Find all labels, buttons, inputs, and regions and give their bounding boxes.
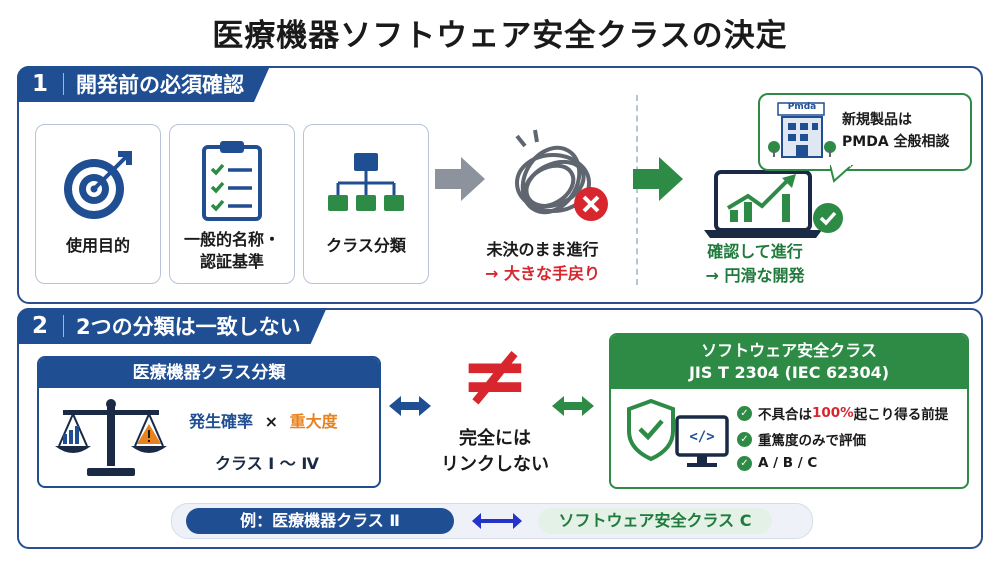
arrow-right-green-icon — [633, 157, 683, 201]
example-software-class: ソフトウェア安全クラス C — [538, 508, 772, 534]
card-generic-name: 一般的名称・ 認証基準 — [169, 124, 295, 284]
check-text: A / B / C — [758, 455, 818, 471]
card-label: クラス分類 — [326, 236, 406, 255]
bad-path-text: 未決のまま進行 — [486, 240, 599, 259]
example-bar: 例：医療機器クラス Ⅱ ソフトウェア安全クラス C — [171, 503, 813, 539]
device-class-header: 医療機器クラス分類 — [39, 358, 379, 388]
section-1-header: 1 開発前の必須確認 — [17, 66, 270, 102]
section-2-header: 2 2つの分類は一致しない — [17, 308, 327, 344]
check-text: 重篤度のみで評価 — [758, 433, 866, 449]
not-linked-line1: 完全には — [459, 428, 531, 449]
divider — [636, 95, 638, 285]
example-device-class: 例：医療機器クラス Ⅱ — [186, 508, 454, 534]
bubble-line1: 新規製品は — [842, 112, 912, 128]
check-icon: ✓ — [737, 431, 752, 447]
bubble-text: 新規製品は PMDA 全般相談 — [842, 109, 950, 153]
software-class-standard: JIS T 2304 (IEC 62304) — [688, 363, 890, 382]
page-title: 医療機器ソフトウェア安全クラスの決定 — [212, 18, 788, 54]
section-number: 2 — [31, 313, 48, 339]
double-arrow-icon — [472, 513, 522, 529]
good-path-result: → 円滑な開発 — [705, 266, 805, 285]
laptop-growth-chart-icon — [704, 170, 843, 238]
double-arrow-blue-icon — [389, 396, 431, 416]
bad-path-result: → 大きな手戻り — [485, 264, 600, 283]
software-class-box: ソフトウェア安全クラス JIS T 2304 (IEC 62304) </> ✓… — [609, 333, 969, 489]
device-class-box: 医療機器クラス分類 発生確率 × 重大度 クラス Ⅰ ～ Ⅳ — [37, 356, 381, 488]
check-icon: ✓ — [737, 405, 752, 421]
shield-monitor-icon: </> — [627, 398, 729, 467]
risk-formula: 発生確率 × 重大度 — [189, 408, 338, 432]
check-item: ✓ A / B / C — [737, 455, 817, 471]
times-symbol: × — [264, 412, 278, 431]
check-item: ✓ 重篤度のみで評価 — [737, 429, 866, 449]
check-text-after: 起こり得る前提 — [853, 407, 949, 423]
section-number: 1 — [31, 71, 48, 97]
section-heading: 2つの分類は一致しない — [76, 315, 301, 339]
good-path-text: 確認して進行 — [707, 242, 803, 261]
not-equal-sign: ≠ — [459, 326, 531, 424]
tangled-mess-icon — [515, 129, 608, 221]
software-class-title: ソフトウェア安全クラス — [701, 341, 877, 360]
clipboard-checklist-icon — [202, 141, 262, 221]
card-label-line2: 認証基準 — [199, 252, 264, 271]
svg-text:</>: </> — [689, 429, 714, 445]
severity-label: 重大度 — [289, 412, 338, 431]
bubble-line2: PMDA 全般相談 — [842, 134, 950, 150]
target-icon — [64, 151, 132, 219]
pmda-logo: Pmda — [787, 102, 817, 112]
arrow-right-gray-icon — [435, 157, 485, 201]
double-arrow-green-icon — [552, 396, 594, 416]
not-linked-line2: リンクしない — [441, 454, 549, 475]
balance-scale-icon — [55, 399, 167, 476]
card-purpose: 使用目的 — [35, 124, 161, 284]
hierarchy-icon — [328, 153, 404, 211]
bubble-tail — [830, 165, 854, 183]
class-range: クラス Ⅰ ～ Ⅳ — [215, 454, 319, 473]
check-icon: ✓ — [737, 455, 752, 471]
card-label-line1: 一般的名称・ — [183, 230, 280, 249]
probability-label: 発生確率 — [189, 412, 254, 431]
section-heading: 開発前の必須確認 — [76, 73, 244, 97]
check-highlight: 100% — [812, 405, 854, 421]
software-class-header: ソフトウェア安全クラス JIS T 2304 (IEC 62304) — [611, 335, 967, 389]
building-icon — [768, 102, 836, 158]
card-label: 使用目的 — [65, 236, 130, 255]
card-classification: クラス分類 — [303, 124, 429, 284]
check-text: 不具合は — [758, 407, 812, 423]
pmda-consult-bubble: Pmda 新規製品は PMDA 全般相談 — [758, 93, 972, 183]
